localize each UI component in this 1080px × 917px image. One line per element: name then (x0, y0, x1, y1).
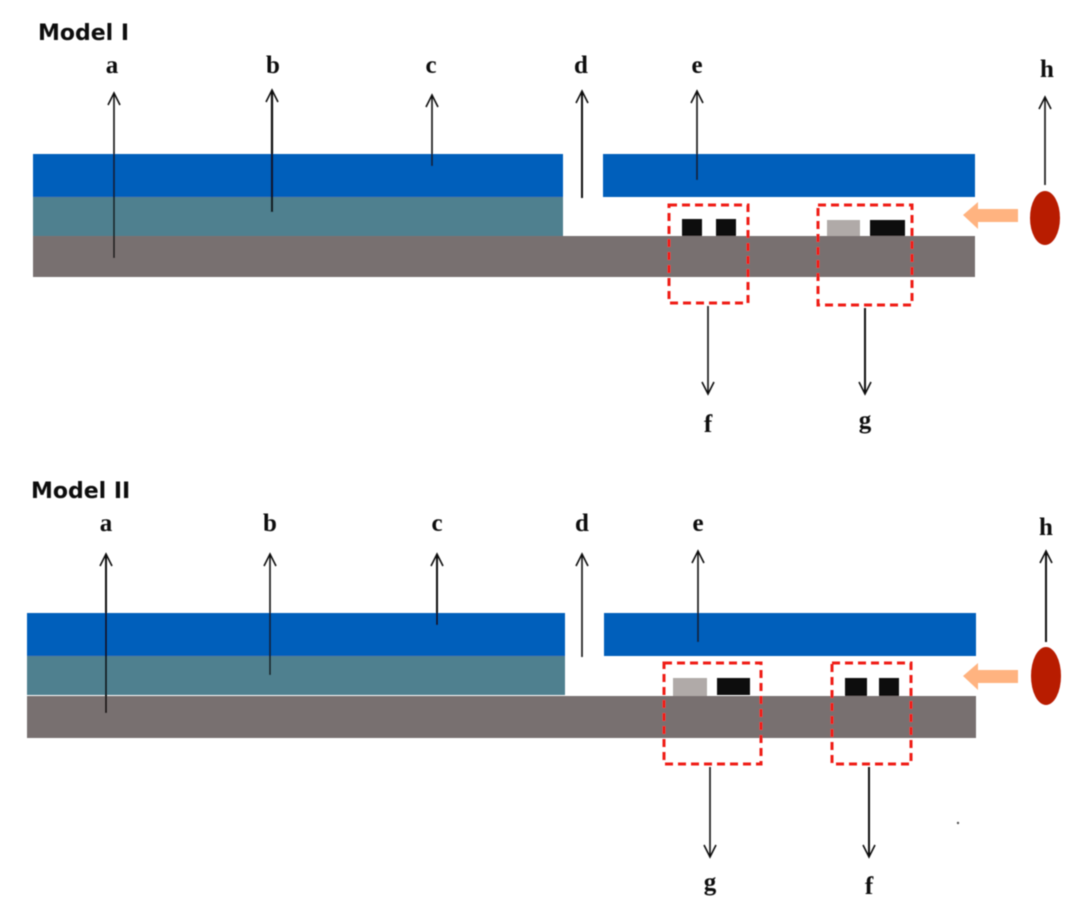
model-2-f-block-1 (845, 678, 867, 696)
model-1-label-c: c (425, 52, 436, 79)
model-2-blue-layer-left (27, 613, 565, 656)
model-1-f-block-2 (716, 219, 736, 236)
model-2-light-arrow-icon (963, 663, 1018, 690)
model-1-pointer-box-g (858, 308, 872, 396)
model-2-label-a: a (100, 510, 113, 537)
model-1-pointer-h (1038, 95, 1052, 185)
model-2-g-block-gray (673, 678, 707, 696)
model-1-pointer-d (575, 89, 589, 198)
model-2-label-b: b (263, 510, 277, 537)
model-2-label-e: e (692, 510, 703, 537)
model-1-label-box-f: f (704, 411, 713, 438)
model-1-label-b: b (266, 52, 280, 79)
model-2-label-box-g: g (704, 869, 717, 896)
model-1-g-block-black (870, 220, 905, 236)
model-2-blue-layer-right (604, 613, 976, 656)
model-2-title: Model II (31, 479, 130, 504)
model-2-pointer-box-g (703, 767, 717, 859)
model-1-label-d: d (574, 52, 588, 79)
model-1: Model I (33, 21, 1060, 438)
model-1-title: Model I (38, 21, 129, 46)
model-2-label-c: c (431, 510, 442, 537)
model-2-box-g (662, 661, 763, 766)
model-1-blue-layer-left (33, 154, 563, 197)
model-2-pointer-c (430, 552, 444, 625)
model-2-pointer-e (691, 549, 705, 642)
model-1-pointer-box-f (701, 306, 715, 396)
model-1-light-source-icon (1030, 191, 1060, 245)
model-1-label-box-g: g (859, 407, 872, 434)
model-1-label-h: h (1040, 56, 1054, 83)
model-2-light-source-icon (1031, 647, 1061, 705)
model-1-pointer-b (265, 88, 279, 212)
model-1-pointer-c (425, 93, 439, 166)
model-1-box-f (667, 203, 750, 305)
model-2-box-f (830, 661, 913, 766)
stray-dot (956, 821, 960, 825)
model-1-pointer-e (690, 89, 704, 180)
model-2-label-h: h (1039, 514, 1053, 541)
model-1-box-g (816, 203, 914, 307)
model-1-g-block-gray (827, 220, 860, 236)
model-1-label-a: a (106, 52, 119, 79)
model-2-label-d: d (575, 510, 589, 537)
model-1-light-arrow-icon (963, 202, 1018, 229)
model-2-pointer-d (575, 552, 589, 657)
model-1-substrate (33, 236, 975, 277)
model-2-teal-layer (27, 656, 565, 695)
model-1-blue-layer-right (603, 154, 975, 197)
model-2-f-block-2 (879, 678, 899, 696)
model-2-pointer-b (263, 552, 277, 675)
model-2-g-block-black (717, 678, 750, 695)
model-2-pointer-a (99, 552, 113, 713)
model-2-label-box-f: f (865, 873, 874, 900)
model-2: Model II (27, 479, 1061, 900)
model-1-f-block-1 (682, 219, 702, 236)
model-1-teal-layer (33, 197, 563, 236)
model-1-pointer-a (107, 91, 121, 258)
model-2-pointer-box-f (862, 767, 876, 859)
model-1-label-e: e (691, 52, 702, 79)
model-2-substrate (27, 696, 976, 738)
model-2-pointer-h (1039, 549, 1053, 642)
